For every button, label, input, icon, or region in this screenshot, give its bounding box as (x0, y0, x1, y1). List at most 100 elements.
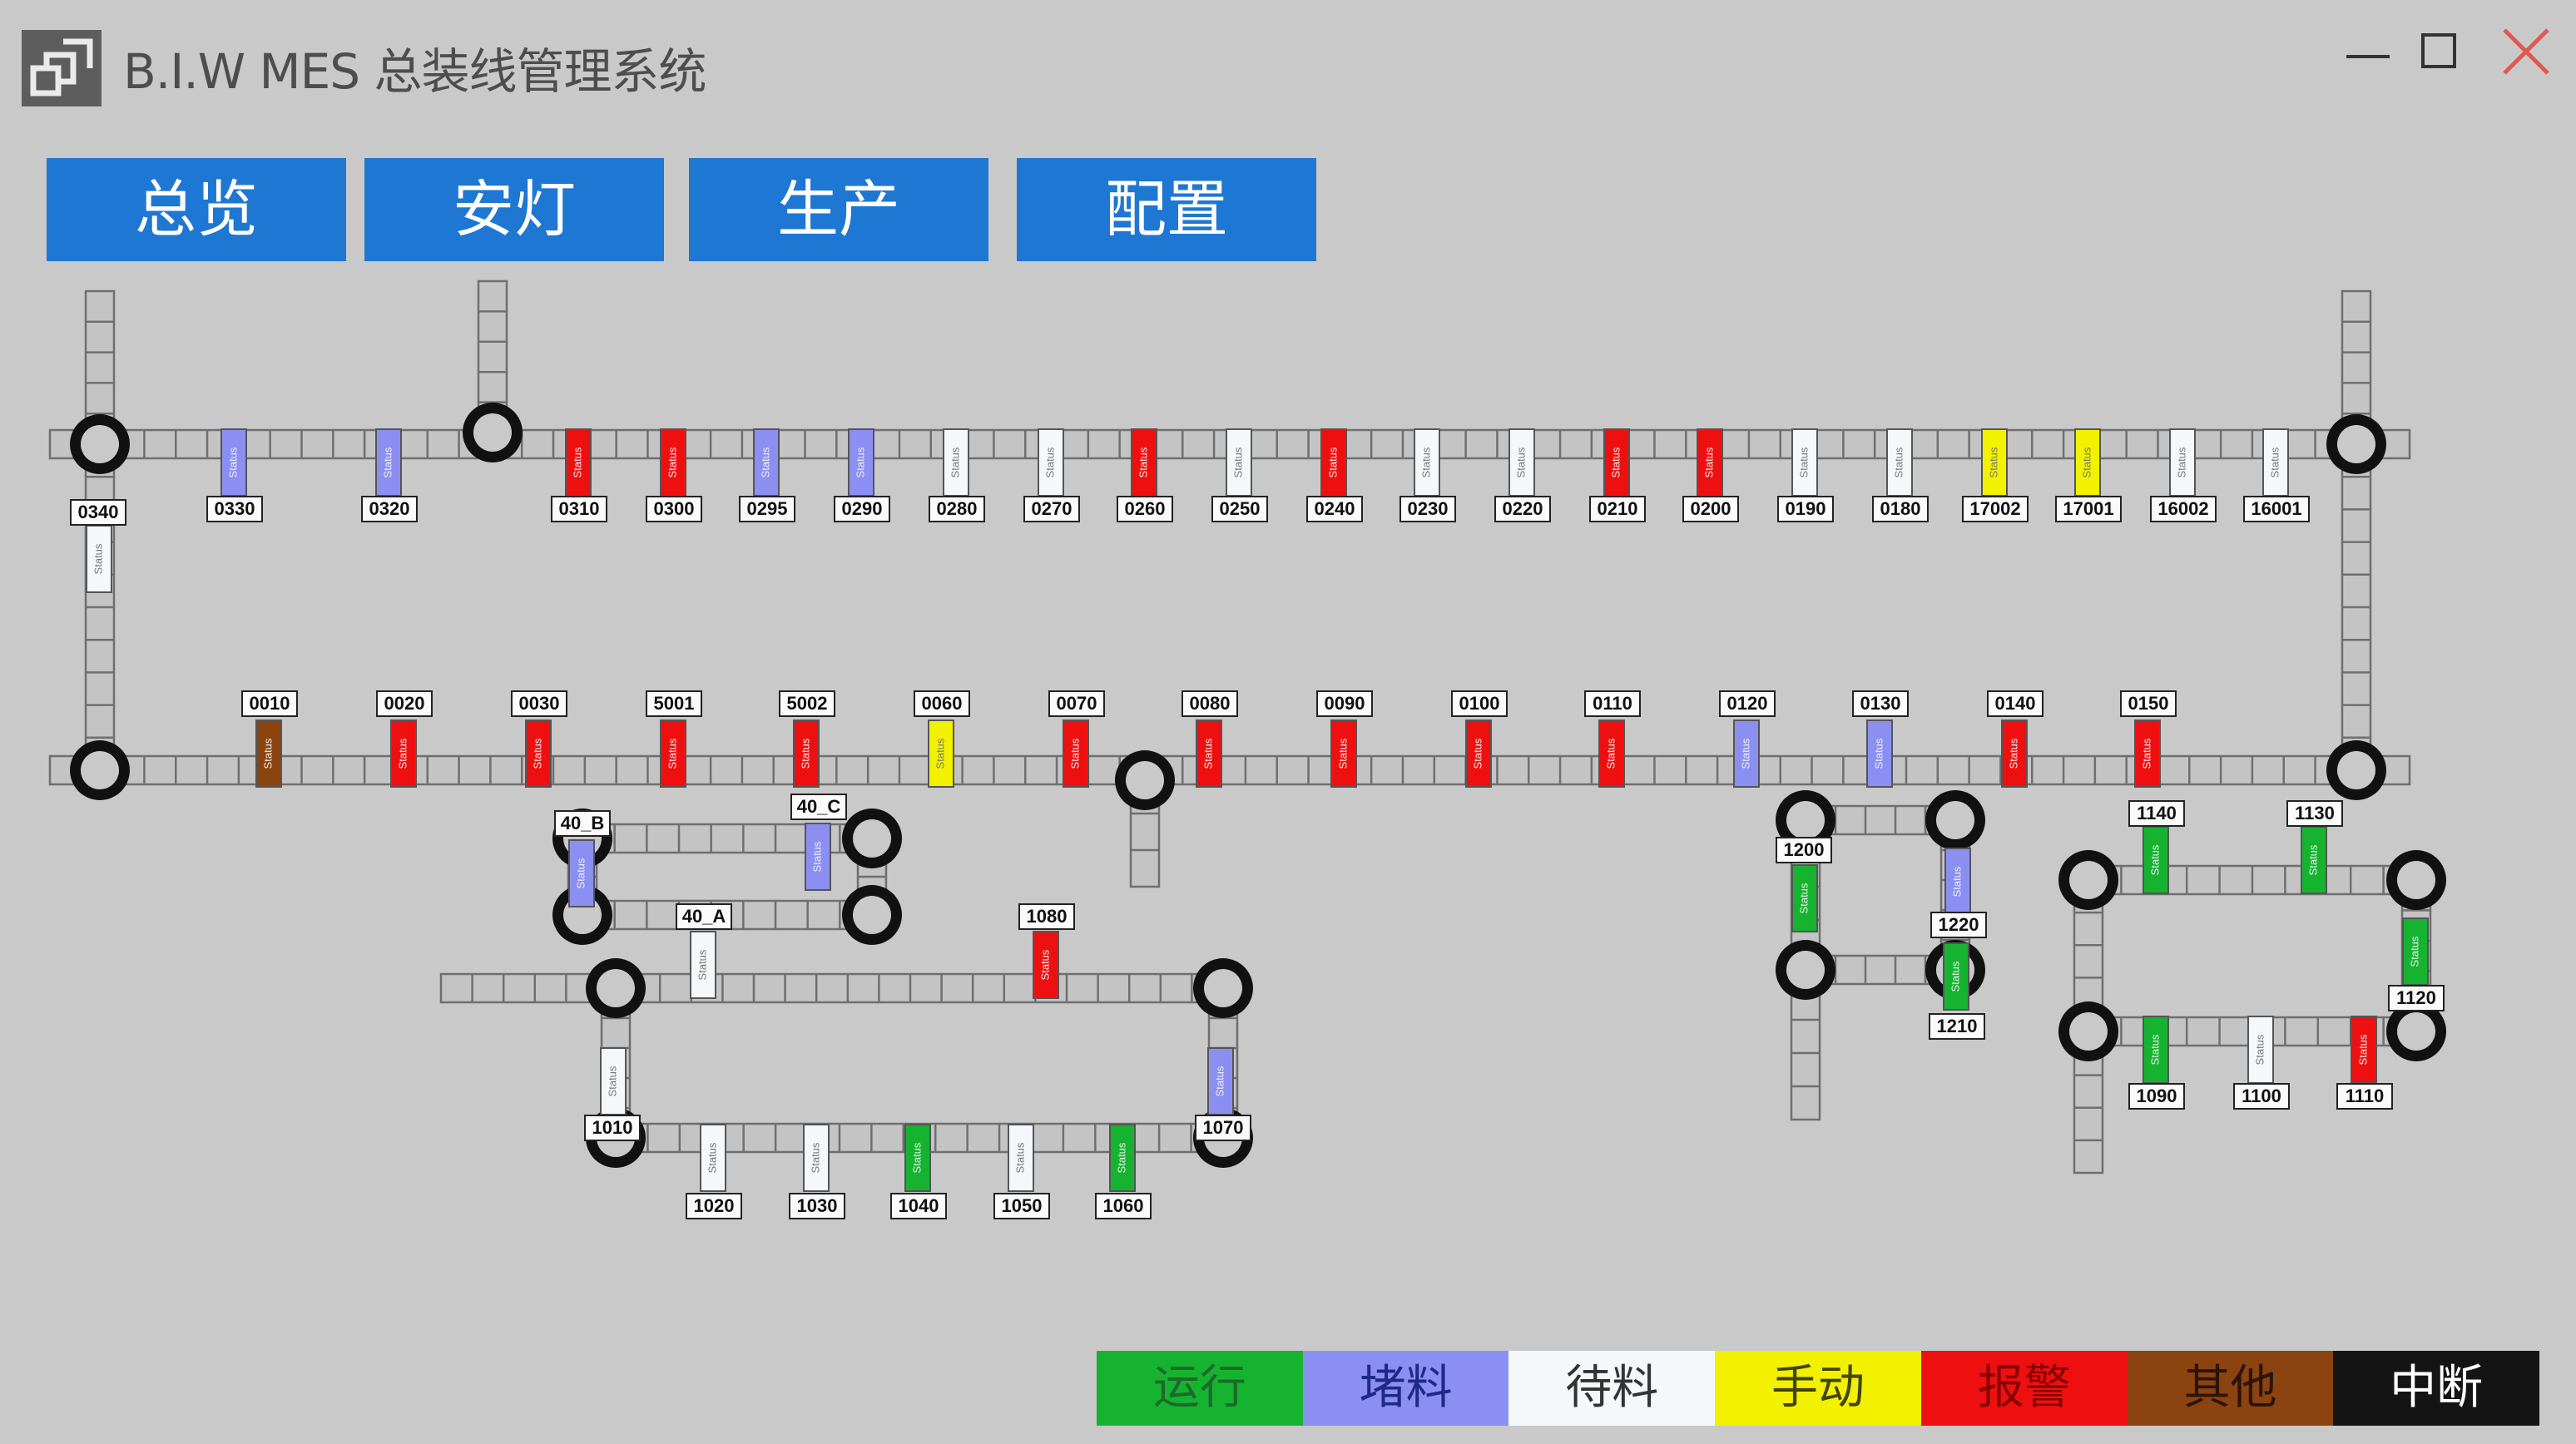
turntable (2058, 1001, 2118, 1061)
nav-button-production[interactable]: 生产 (689, 158, 988, 261)
station-status-text: Status (1013, 1142, 1026, 1173)
station-label-box (1719, 690, 1776, 717)
station-label-box (70, 499, 126, 526)
station-status-bar (1414, 428, 1440, 497)
station-status-bar (600, 1047, 627, 1115)
nav-button-andon[interactable]: 安灯 (364, 158, 664, 261)
turntable-hub (1786, 801, 1825, 839)
station-status-bar (1320, 428, 1347, 497)
station-id-label: 1020 (694, 1195, 735, 1216)
station-id-label: 1130 (2295, 803, 2335, 823)
station-status-bar (805, 823, 831, 891)
station-id-label: 1060 (1103, 1195, 1144, 1216)
station-status-bar (1603, 428, 1630, 497)
station-label-box (1589, 496, 1646, 522)
station-id-label: 0030 (519, 693, 560, 714)
station-id-label: 0110 (1593, 693, 1632, 714)
station-id-label: 5002 (787, 693, 828, 714)
station-status-text: Status (381, 447, 394, 477)
station-status-text: Status (1471, 738, 1484, 769)
close-icon[interactable] (2491, 20, 2558, 87)
station-status-text: Status (2140, 738, 2152, 769)
station-label-box (1777, 496, 1834, 522)
station-label-box (914, 690, 970, 717)
station-status-bar (1038, 428, 1064, 497)
station-status-text: Status (1514, 447, 1527, 477)
turntable (463, 403, 523, 462)
station-status-text: Status (1231, 447, 1244, 477)
station-label-box (1399, 496, 1456, 522)
legend-other: 其他 (2127, 1351, 2334, 1426)
station-status-text: Status (2148, 1034, 2161, 1065)
station-id-label: 17001 (2063, 498, 2113, 519)
station-label-box (1316, 690, 1373, 717)
station-id-label: 0330 (215, 498, 255, 519)
conveyor-segment (84, 443, 116, 772)
app-logo-icon (22, 30, 102, 106)
station-label-box (2150, 496, 2217, 522)
turntable (2058, 850, 2118, 910)
turntable-hub (2397, 1012, 2435, 1051)
station-status-bar (1033, 931, 1059, 999)
station-label-box (2243, 496, 2310, 522)
station-0270: Status 0270 (1023, 428, 1080, 522)
station-id-label: 16002 (2157, 498, 2208, 519)
nav-button-config[interactable]: 配置 (1017, 158, 1316, 261)
station-id-label: 0270 (1032, 498, 1073, 519)
maximize-icon[interactable] (2406, 20, 2473, 87)
station-label-box (1095, 1193, 1152, 1219)
station-status-text: Status (1702, 447, 1715, 477)
station-status-bar (1944, 848, 1971, 916)
station-status-bar (565, 428, 592, 497)
station-id-label: 1050 (1002, 1195, 1043, 1216)
station-label-box (376, 690, 433, 717)
turntable (1193, 958, 1253, 1018)
station-label-box (1018, 903, 1075, 930)
turntable-hub (2337, 751, 2375, 789)
station-status-text: Status (92, 543, 104, 574)
station-label-box (1211, 496, 1268, 522)
station-label-box (551, 496, 607, 522)
station-status-bar (2351, 1016, 2377, 1084)
station-label-box (1048, 690, 1105, 717)
turntable (1925, 790, 1985, 850)
nav-button-overview[interactable]: 总览 (47, 158, 346, 261)
station-id-label: 1010 (592, 1117, 633, 1138)
station-id-label: 1070 (1203, 1117, 1244, 1138)
station-label-box (993, 1193, 1050, 1219)
station-status-bar (2169, 428, 2196, 497)
station-id-label: 1140 (2137, 803, 2177, 823)
station-status-bar (1465, 720, 1492, 788)
turntable-hub (2069, 861, 2108, 899)
minimize-icon[interactable] (2335, 20, 2401, 87)
station-label-box (646, 690, 702, 717)
station-status-text: Status (666, 738, 678, 769)
station-status-text: Status (571, 447, 583, 477)
station-id-label: 0010 (250, 693, 290, 714)
station-status-text: Status (2408, 936, 2420, 967)
station-1050: Status 1050 (993, 1124, 1050, 1219)
station-label-box (206, 496, 263, 522)
legend-waiting: 待料 (1508, 1351, 1716, 1426)
station-status-bar (1196, 720, 1222, 788)
station-status-text: Status (1336, 738, 1349, 769)
turntable (2386, 1001, 2446, 1061)
station-id-label: 1110 (2346, 1085, 2385, 1106)
station-status-text: Status (1043, 447, 1056, 477)
